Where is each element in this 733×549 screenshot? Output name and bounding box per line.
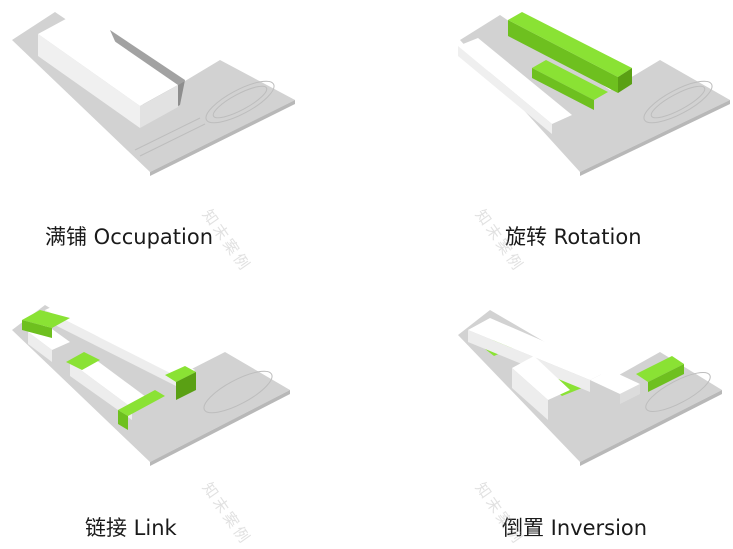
diagram-rotation: 旋转 Rotation bbox=[440, 0, 733, 270]
caption-inversion: 倒置 Inversion bbox=[502, 516, 648, 540]
link-massing-drawing bbox=[12, 302, 290, 466]
parking-lines bbox=[134, 117, 206, 157]
caption-link: 链接 Link bbox=[85, 516, 177, 540]
green-block bbox=[22, 310, 70, 328]
diagram-occupation: 满铺 Occupation bbox=[0, 0, 360, 270]
building-block bbox=[512, 356, 570, 400]
running-track bbox=[643, 80, 713, 124]
rotation-massing-drawing bbox=[458, 12, 730, 176]
green-block bbox=[165, 366, 196, 382]
caption-occupation: 满铺 Occupation bbox=[45, 225, 214, 249]
running-track bbox=[645, 372, 711, 412]
running-track bbox=[203, 370, 273, 414]
site-plane bbox=[12, 305, 290, 462]
building-block bbox=[38, 14, 178, 106]
green-block bbox=[636, 356, 684, 382]
green-block bbox=[66, 352, 100, 370]
green-block bbox=[508, 12, 632, 77]
running-track bbox=[205, 80, 275, 124]
building-block bbox=[45, 302, 195, 378]
building-block bbox=[468, 318, 610, 380]
occupation-massing-drawing bbox=[12, 12, 295, 176]
building-block bbox=[70, 354, 150, 408]
green-block bbox=[532, 60, 608, 100]
building-block bbox=[458, 38, 572, 124]
diagram-inversion: 倒置 Inversion bbox=[440, 290, 733, 545]
diagram-link: 链接 Link bbox=[0, 290, 360, 545]
caption-rotation: 旋转 Rotation bbox=[505, 225, 642, 249]
green-block bbox=[118, 390, 165, 416]
inversion-massing-drawing bbox=[458, 310, 722, 466]
